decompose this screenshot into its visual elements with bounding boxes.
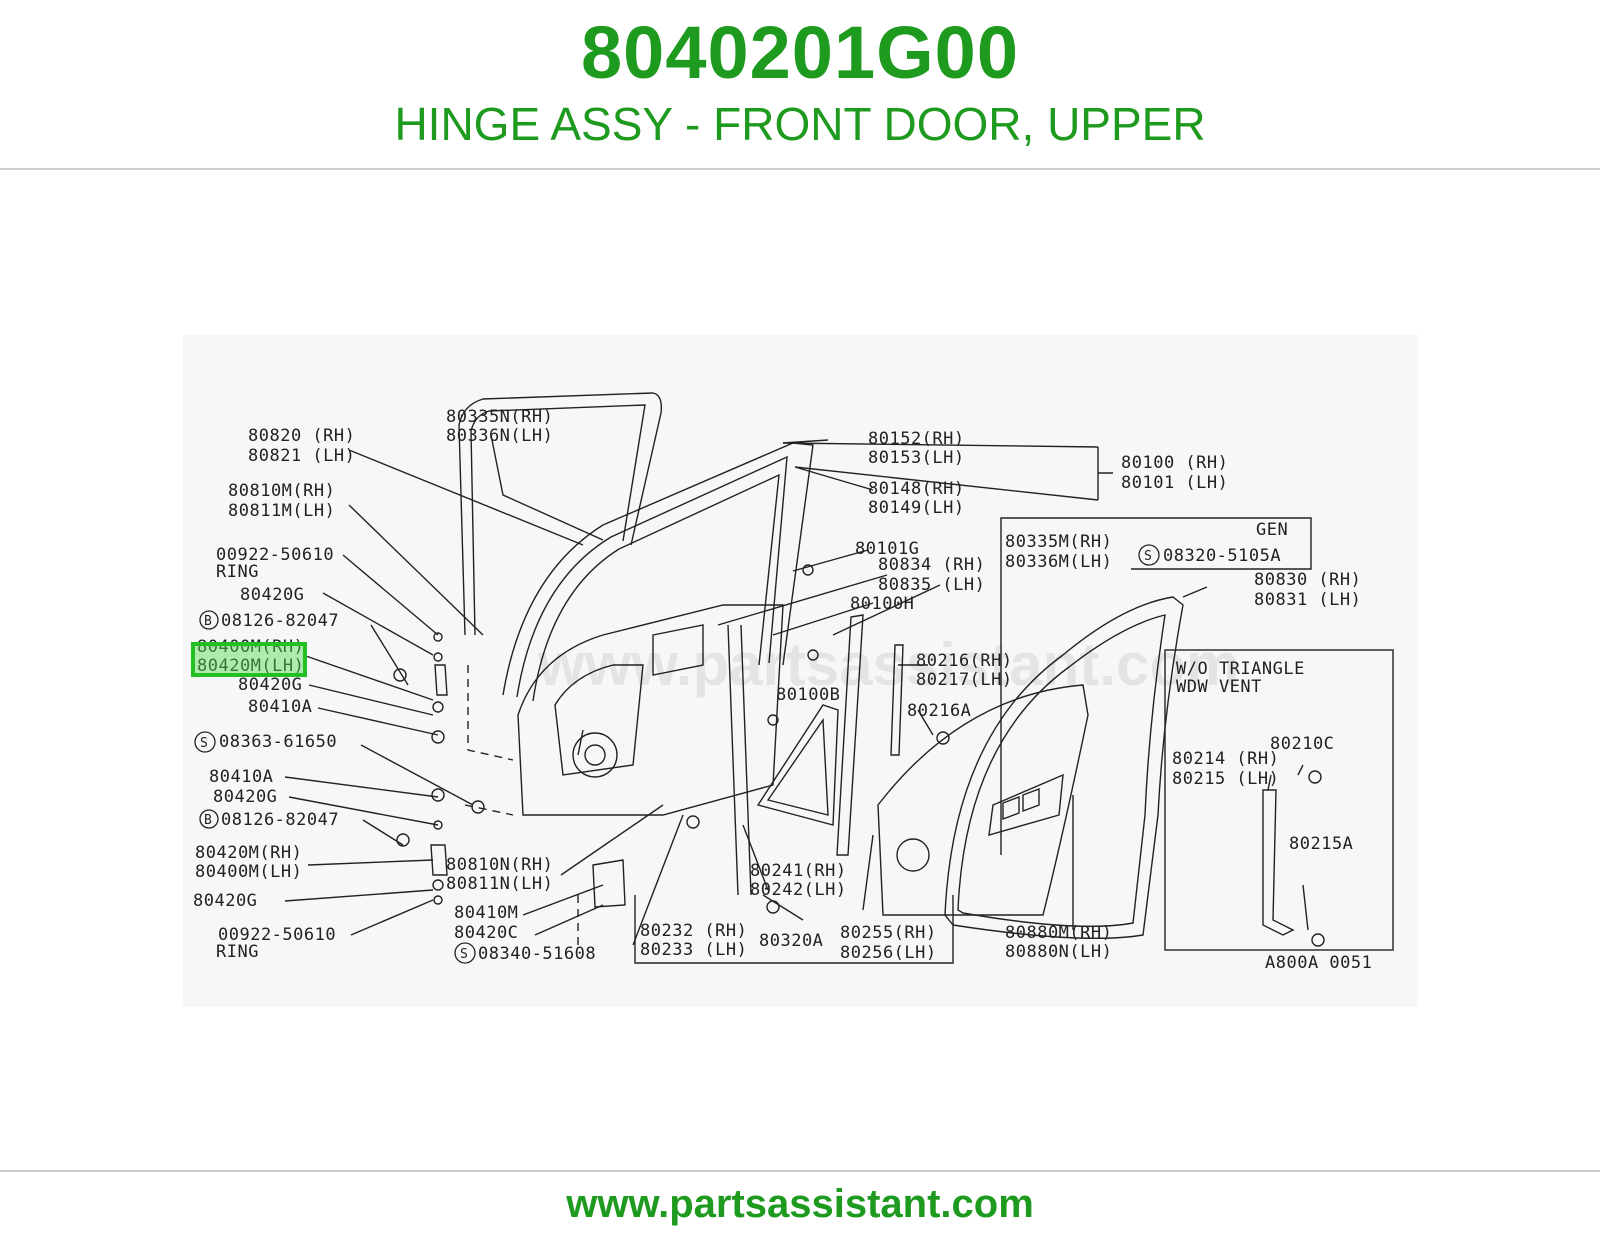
label-80420g-d: 80420G [193,891,257,911]
door-check-link [592,859,626,908]
label-80233: 80233 (LH) [640,940,747,960]
upper-hinge-assy [434,664,448,696]
screw-marker-s-icon [1138,544,1160,566]
label-80400m-lh: 80400M(LH) [195,862,302,882]
label-80820: 80820 (RH) [248,426,355,446]
label-ring-b: RING [216,942,259,962]
svg-text:B: B [204,813,212,828]
label-80420m-lh: 80420M(LH) [197,656,304,676]
label-80210c: 80210C [1270,734,1334,754]
triangle-vent-inset-box [1164,649,1394,951]
label-00922-b: 00922-50610 [218,925,336,945]
exploded-view-drawing: B S B S S www.partsassistant.com 80820 (RH)… [193,392,1394,973]
svg-text:B: B [204,614,212,629]
label-80100h: 80100H [850,594,914,614]
label-80811n: 80811N(LH) [446,874,553,894]
label-80410a-a: 80410A [248,697,312,717]
label-80420c: 80420C [454,923,518,943]
label-08126-a: 08126-82047 [221,611,339,631]
label-80810m: 80810M(RH) [228,481,335,501]
label-80880m: 80880M(RH) [1005,923,1112,943]
label-wdw-vent: WDW VENT [1176,677,1262,697]
label-80336m: 80336M(LH) [1005,552,1112,572]
label-ring-a: RING [216,562,259,582]
label-80215: 80215 (LH) [1172,769,1279,789]
part-number-title: 8040201G00 [581,11,1019,94]
label-80100: 80100 (RH) [1121,453,1228,473]
label-80152: 80152(RH) [868,429,965,449]
label-80255: 80255(RH) [840,923,937,943]
label-80835: 80835 (LH) [878,575,985,595]
label-80420g-c: 80420G [213,787,277,807]
watermark-text: www.partsassistant.com [537,631,1239,698]
label-80101g: 80101G [855,539,919,559]
division-bar [727,624,752,896]
label-80336n: 80336N(LH) [446,426,553,446]
door-weatherstrip [944,596,1184,940]
part-name-subtitle: HINGE ASSY - FRONT DOOR, UPPER [394,98,1206,150]
label-08363: 08363-61650 [219,732,337,752]
label-80335n: 80335N(RH) [446,407,553,427]
svg-text:S: S [1144,549,1152,564]
svg-text:S: S [200,736,208,751]
label-80810n: 80810N(RH) [446,855,553,875]
bolt-marker-b-icon [199,809,219,829]
quarter-glass [756,704,839,826]
label-80420m-rh: 80420M(RH) [195,843,302,863]
svg-text:S: S [460,947,468,962]
label-80410a-b: 80410A [209,767,273,787]
gen-bracket-box [1000,517,1312,855]
front-sash [836,614,864,856]
label-80149: 80149(LH) [868,498,965,518]
label-80834: 80834 (RH) [878,555,985,575]
lower-hinge-assy [430,844,448,876]
label-08320: 08320-5105A [1163,546,1281,566]
label-80320a: 80320A [759,931,823,951]
screw-marker-s-icon [194,731,216,753]
label-80217: 80217(LH) [916,670,1013,690]
parts-diagram: B S B S S www.partsassistant.com 80820 (RH)… [183,335,1418,1007]
label-80256: 80256(LH) [840,943,937,963]
label-80216a: 80216A [907,701,971,721]
label-80241: 80241(RH) [750,861,847,881]
label-80335m: 80335M(RH) [1005,532,1112,552]
highlighted-part-callout[interactable] [191,642,307,677]
door-sash-frame [502,442,814,696]
footer-divider [0,1170,1600,1172]
label-80880n: 80880N(LH) [1005,942,1112,962]
label-80216: 80216(RH) [916,651,1013,671]
label-80242: 80242(LH) [750,880,847,900]
label-80214: 80214 (RH) [1172,749,1279,769]
label-08340: 08340-51608 [478,944,596,964]
label-80830: 80830 (RH) [1254,570,1361,590]
screw-marker-s-icon [454,942,476,964]
label-80215a: 80215A [1289,834,1353,854]
label-80100b: 80100B [776,685,840,705]
door-inner-panel [517,604,784,816]
figure-code: A800A 0051 [1265,953,1372,973]
bolt-marker-b-icon [199,610,219,630]
label-80101: 80101 (LH) [1121,473,1228,493]
label-80420g-b: 80420G [238,675,302,695]
label-80420g-a: 80420G [240,585,304,605]
speaker-hole [572,732,618,778]
label-80153: 80153(LH) [868,448,965,468]
label-80821: 80821 (LH) [248,446,355,466]
glass-run-channel [458,392,663,636]
label-80148: 80148(RH) [868,479,965,499]
label-80410m: 80410M [454,903,518,923]
label-00922-a: 00922-50610 [216,545,334,565]
label-08126-b: 08126-82047 [221,810,339,830]
header-divider [0,168,1600,170]
label-80831: 80831 (LH) [1254,590,1361,610]
label-80232: 80232 (RH) [640,921,747,941]
vent-sash-part [1262,789,1295,936]
label-wo-triangle: W/O TRIANGLE [1176,659,1305,679]
footer-website-link[interactable]: www.partsassistant.com [566,1182,1034,1226]
label-gen: GEN [1256,520,1288,540]
label-80811m: 80811M(LH) [228,501,335,521]
